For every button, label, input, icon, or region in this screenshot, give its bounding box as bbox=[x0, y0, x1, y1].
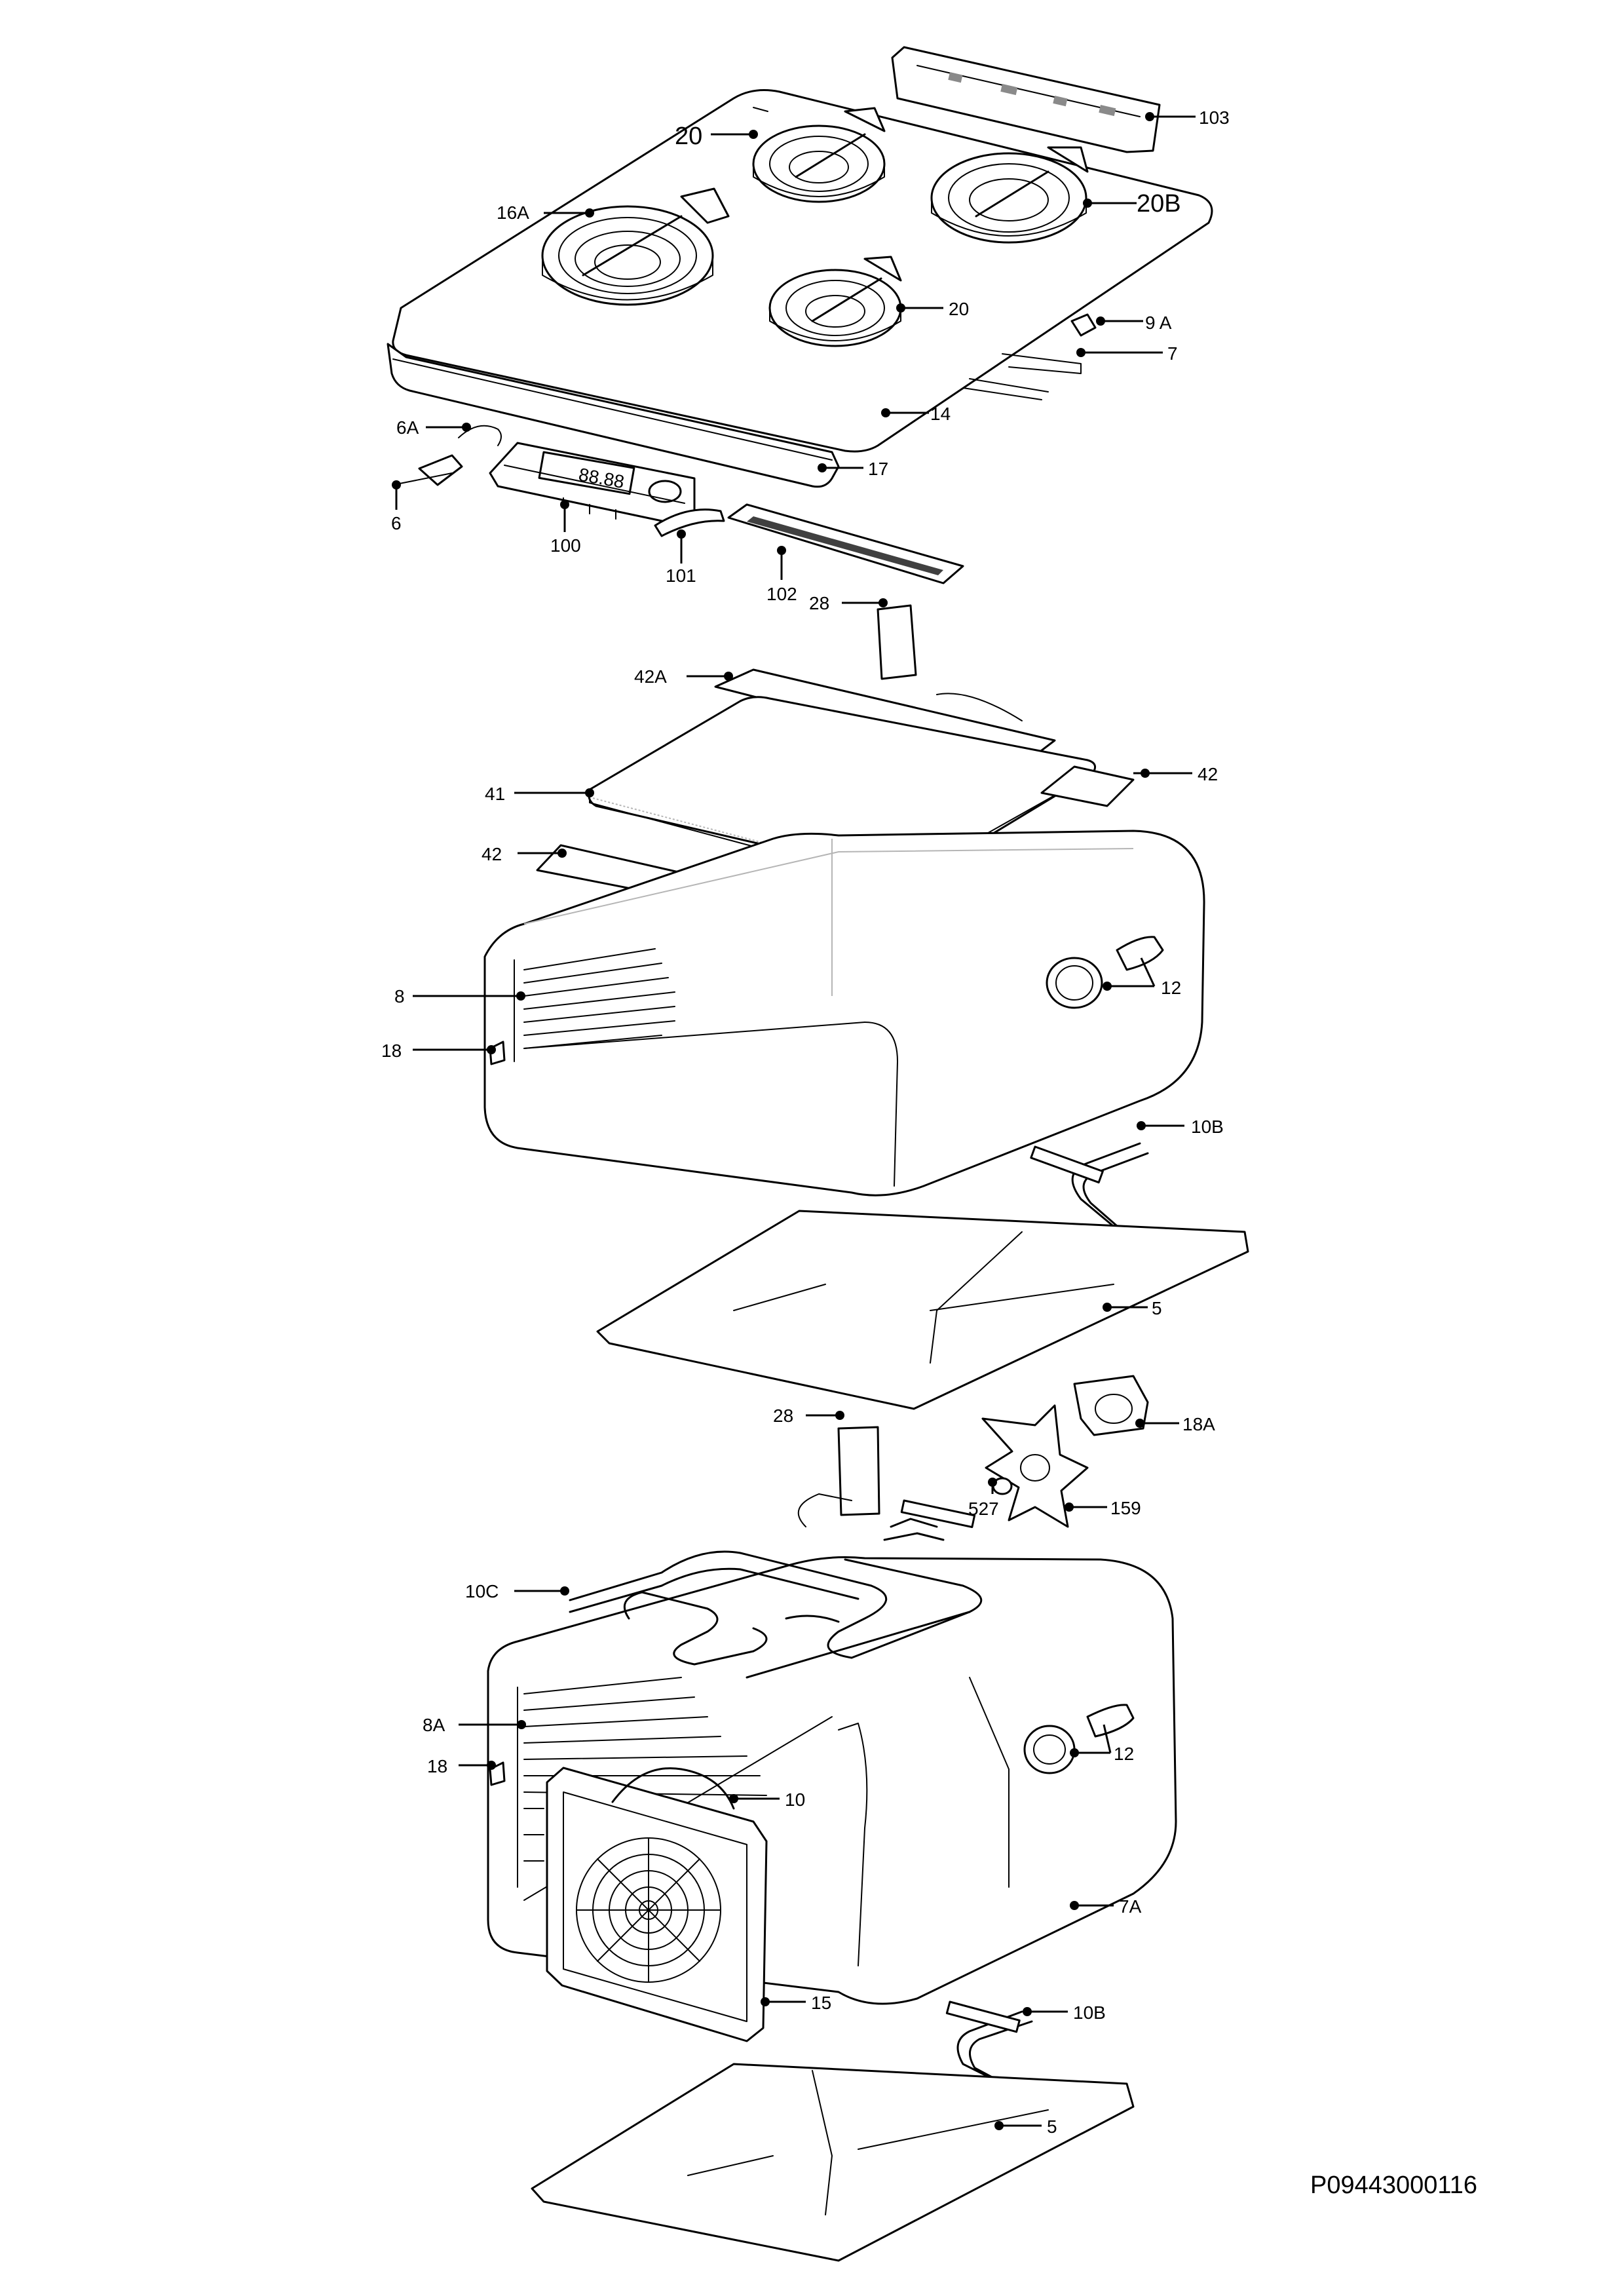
label-527: 527 bbox=[968, 1499, 999, 1519]
oven-floor-5-upper bbox=[596, 1210, 1249, 1410]
label-102: 102 bbox=[766, 584, 797, 604]
lamp-12-lower bbox=[1023, 1704, 1135, 1774]
insulation-42-right bbox=[1040, 765, 1135, 807]
upper-oven-assembly bbox=[483, 604, 1249, 1410]
shelf-rails-8 bbox=[514, 948, 675, 1062]
label-10b-lower: 10B bbox=[1073, 2002, 1106, 2023]
label-159: 159 bbox=[1110, 1498, 1141, 1518]
label-100: 100 bbox=[550, 535, 581, 556]
label-5-upper: 5 bbox=[1152, 1298, 1162, 1318]
grill-element-10c bbox=[569, 1499, 983, 1679]
oven-floor-5-lower bbox=[531, 2063, 1135, 2262]
label-5-lower: 5 bbox=[1047, 2116, 1057, 2137]
upper-oven-cavity bbox=[483, 830, 1205, 1196]
hotplate-20b bbox=[930, 146, 1089, 244]
label-12-lower: 12 bbox=[1114, 1744, 1134, 1764]
label-8: 8 bbox=[394, 986, 405, 1006]
label-28-upper: 28 bbox=[809, 593, 829, 613]
label-8a: 8A bbox=[423, 1715, 445, 1735]
label-42-left: 42 bbox=[482, 844, 502, 864]
label-7a: 7A bbox=[1119, 1896, 1142, 1917]
bracket-7 bbox=[962, 353, 1082, 400]
lower-oven-assembly bbox=[487, 1375, 1177, 2262]
label-20b: 20B bbox=[1137, 190, 1181, 218]
label-101: 101 bbox=[666, 565, 696, 586]
label-18-lower: 18 bbox=[427, 1756, 447, 1776]
label-42a: 42A bbox=[634, 666, 667, 687]
air-duct-28 bbox=[877, 604, 917, 680]
clip-9a bbox=[1070, 313, 1097, 337]
keypad-102 bbox=[727, 503, 964, 584]
label-12-upper: 12 bbox=[1161, 978, 1181, 998]
bracket-6 bbox=[418, 454, 463, 486]
fan-motor-18a bbox=[1073, 1375, 1149, 1436]
hob-top-assembly: 88.88 bbox=[387, 46, 1213, 584]
fan-blade-159 bbox=[981, 1404, 1089, 1528]
label-17: 17 bbox=[868, 459, 888, 479]
label-16a: 16A bbox=[497, 202, 529, 223]
label-103: 103 bbox=[1199, 107, 1230, 128]
hotplate-20-top bbox=[752, 107, 886, 203]
label-28-lower: 28 bbox=[773, 1406, 793, 1426]
circular-element-10 bbox=[611, 1767, 735, 1810]
label-42-right: 42 bbox=[1198, 764, 1218, 784]
label-14: 14 bbox=[930, 404, 951, 424]
callouts: 103 20 16A 20B 20 9 A 7 14 6A 17 6 100 bbox=[381, 107, 1230, 2137]
fan-cover-15 bbox=[546, 1767, 768, 2042]
hotplate-16a bbox=[541, 187, 730, 306]
ribbon-cable-101 bbox=[654, 508, 725, 537]
hotplate-20-bottom bbox=[768, 256, 902, 347]
label-10c: 10C bbox=[465, 1581, 499, 1601]
diagram-code: P09443000116 bbox=[1310, 2172, 1477, 2199]
label-18: 18 bbox=[381, 1041, 402, 1061]
control-bar-103 bbox=[891, 46, 1161, 153]
lamp-12-upper bbox=[1046, 936, 1164, 1009]
label-10b-upper: 10B bbox=[1191, 1117, 1224, 1137]
label-10: 10 bbox=[785, 1789, 805, 1810]
label-9a: 9 A bbox=[1145, 313, 1172, 333]
label-6: 6 bbox=[391, 513, 402, 533]
air-duct-28-lower bbox=[837, 1426, 880, 1516]
label-7: 7 bbox=[1167, 343, 1178, 364]
label-20-top: 20 bbox=[675, 123, 702, 150]
label-18a: 18A bbox=[1182, 1414, 1215, 1434]
label-6a: 6A bbox=[396, 417, 419, 438]
label-15: 15 bbox=[811, 1993, 831, 2013]
label-20-bottom: 20 bbox=[949, 299, 969, 319]
hob-frame-17 bbox=[387, 343, 840, 488]
label-41: 41 bbox=[485, 784, 505, 804]
